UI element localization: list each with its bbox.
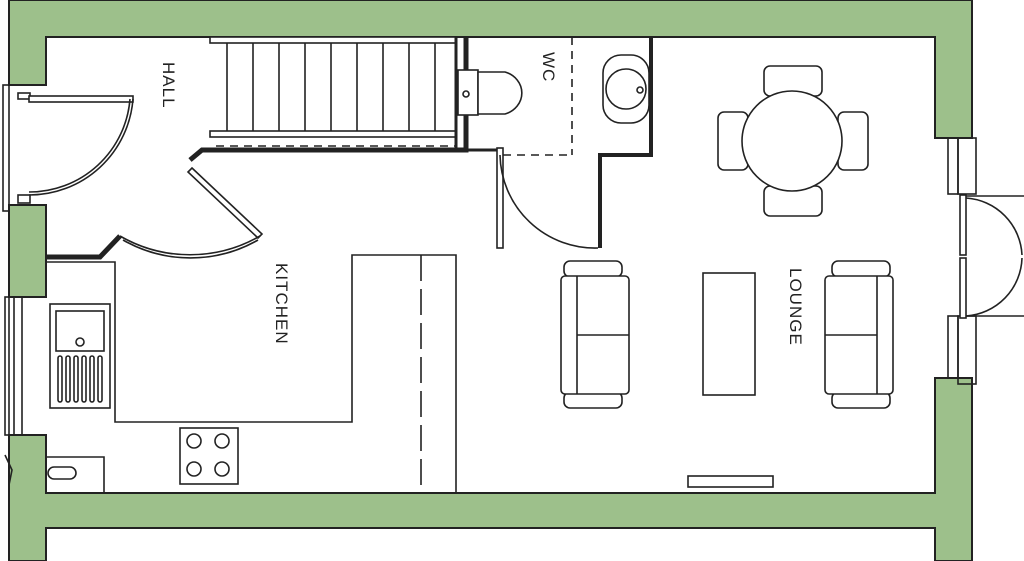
drainer-groove	[57, 355, 63, 403]
wc-fittings	[457, 37, 650, 156]
front-door	[2, 84, 134, 212]
coffee-table	[702, 272, 756, 396]
drainer-groove	[97, 355, 103, 403]
hall-wall	[46, 234, 122, 260]
room-label-kitchen: KITCHEN	[272, 263, 291, 345]
toilet-bowl	[477, 71, 523, 115]
wall-left-middle	[8, 204, 47, 298]
room-label-hall: HALL	[159, 62, 178, 109]
room-label-lounge: LOUNGE	[786, 268, 805, 346]
wall-top-left	[8, 0, 973, 139]
drainer-groove	[81, 355, 87, 403]
drainer-groove	[65, 355, 71, 403]
kitchen-units	[46, 254, 457, 493]
drainer-groove	[89, 355, 95, 403]
wc-wall	[598, 37, 653, 248]
kitchen-window	[4, 296, 23, 486]
staircase	[209, 36, 457, 147]
stair-wall	[188, 37, 469, 162]
sofa-right	[824, 260, 894, 409]
room-label-wc: WC	[539, 52, 558, 82]
patio-doors	[947, 137, 1024, 385]
external-walls	[8, 0, 973, 561]
dining-set	[717, 65, 869, 217]
wc-door	[496, 147, 599, 249]
tv-unit	[687, 475, 774, 488]
drainer-groove	[73, 355, 79, 403]
sofa-left	[560, 260, 630, 409]
kitchen-door	[119, 166, 264, 259]
wall-bottom	[8, 377, 973, 561]
